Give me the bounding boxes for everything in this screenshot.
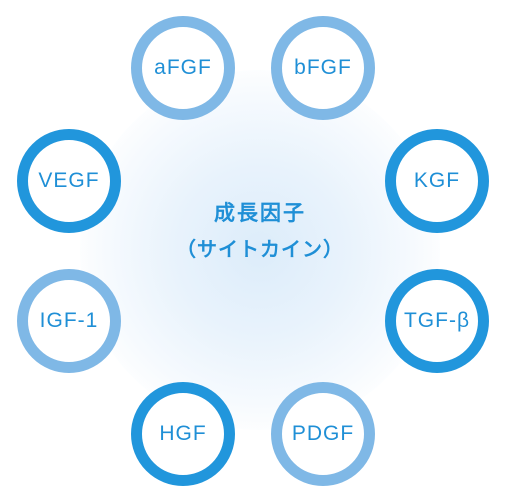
- node-label-vegf: VEGF: [38, 169, 100, 192]
- node-label-kgf: KGF: [413, 169, 461, 192]
- node-label-afgf: aFGF: [154, 56, 212, 79]
- node-vegf: VEGF: [17, 129, 121, 233]
- node-bfgf: bFGF: [271, 16, 375, 120]
- center-subtitle: （サイトカイン）: [176, 237, 344, 261]
- node-label-igf-1: IGF-1: [39, 309, 99, 332]
- center-glow: [80, 70, 440, 430]
- node-afgf: aFGF: [131, 16, 235, 120]
- node-pdgf: PDGF: [271, 382, 375, 486]
- node-label-hgf: HGF: [159, 422, 207, 445]
- node-kgf: KGF: [385, 129, 489, 233]
- node-label-tgf-beta: TGF-β: [403, 309, 471, 332]
- node-label-pdgf: PDGF: [291, 422, 355, 445]
- node-hgf: HGF: [131, 382, 235, 486]
- center-label: 成長因子 （サイトカイン）: [160, 198, 360, 264]
- node-tgf-beta: TGF-β: [385, 269, 489, 373]
- center-title: 成長因子: [214, 201, 306, 225]
- node-label-bfgf: bFGF: [294, 56, 352, 79]
- node-igf-1: IGF-1: [17, 269, 121, 373]
